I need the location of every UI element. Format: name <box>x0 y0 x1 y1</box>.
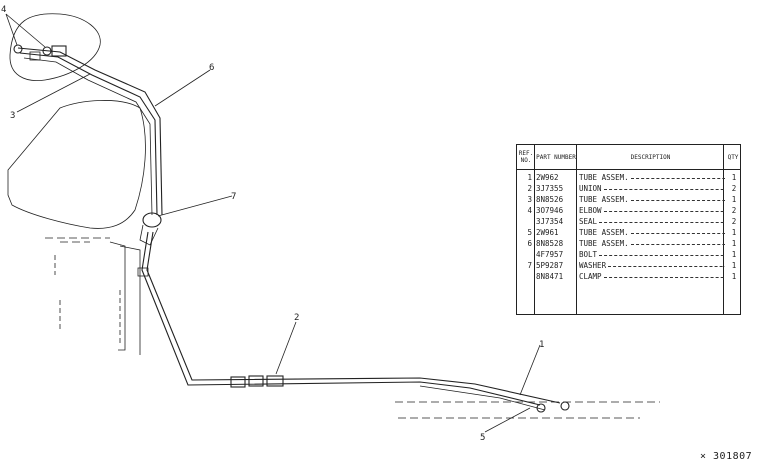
table-row: 8N8471 CLAMP 1 <box>517 271 740 282</box>
row-qty: 2 <box>731 206 737 215</box>
leader-lines <box>5 13 541 433</box>
leader-dots <box>603 276 725 278</box>
leader-dots <box>603 210 725 212</box>
row-description: WASHER <box>579 260 725 271</box>
row-ref-no: 7 <box>527 261 532 270</box>
row-qty: 1 <box>731 250 737 259</box>
row-ref-no: 3 <box>527 195 532 204</box>
callout-6: 6 <box>209 63 214 73</box>
row-qty: 1 <box>731 272 737 281</box>
table-row: 4 3O7946 ELBOW 2 <box>517 205 740 216</box>
row-part-number: 8N8526 <box>536 195 564 204</box>
leader-dots <box>630 199 725 201</box>
row-qty: 1 <box>731 195 737 204</box>
row-ref-no: 1 <box>527 173 532 182</box>
table-row: 3J7354 SEAL 2 <box>517 216 740 227</box>
callout-7: 7 <box>231 192 236 202</box>
row-description: SEAL <box>579 216 725 227</box>
row-ref-no: 2 <box>527 184 532 193</box>
row-part-number: 2W961 <box>536 228 559 237</box>
union-fittings <box>230 375 284 388</box>
row-part-number: 8N8528 <box>536 239 564 248</box>
row-ref-no: 5 <box>527 228 532 237</box>
leader-dots <box>603 188 725 190</box>
parts-table-header: REF. NO. PART NUMBER DESCRIPTION QTY <box>517 145 740 170</box>
row-qty: 2 <box>731 217 737 226</box>
leader-dots <box>599 221 725 223</box>
row-description: TUBE ASSEM. <box>579 238 725 249</box>
small-connector <box>137 267 149 277</box>
row-qty: 1 <box>731 261 737 270</box>
row-qty: 1 <box>731 239 737 248</box>
header-part-number: PART NUMBER <box>536 153 576 161</box>
row-part-number: 5P9287 <box>536 261 564 270</box>
clamp-fitting <box>139 212 162 246</box>
tube-assembly-lower <box>141 231 561 411</box>
leader-dots <box>630 243 725 245</box>
row-qty: 1 <box>731 228 737 237</box>
header-ref-no: REF. NO. <box>518 150 534 164</box>
callout-5: 5 <box>480 433 485 443</box>
row-ref-no: 4 <box>527 206 532 215</box>
callout-4: 4 <box>1 5 6 15</box>
leader-dots <box>599 254 725 256</box>
tank-outline-main <box>7 100 146 229</box>
callout-1: 1 <box>539 340 544 350</box>
row-description: TUBE ASSEM. <box>579 227 725 238</box>
header-qty: QTY <box>727 153 739 161</box>
callout-3: 3 <box>10 111 15 121</box>
tank-outline-upper <box>9 13 101 82</box>
table-row: 3 8N8526 TUBE ASSEM. 1 <box>517 194 740 205</box>
row-part-number: 2W962 <box>536 173 559 182</box>
table-row: 4F7957 BOLT 1 <box>517 249 740 260</box>
row-ref-no: 6 <box>527 239 532 248</box>
elbow-fitting-lower <box>536 401 570 413</box>
row-description: UNION <box>579 183 725 194</box>
header-description: DESCRIPTION <box>630 153 671 161</box>
callout-2: 2 <box>294 313 299 323</box>
table-row: 5 2W961 TUBE ASSEM. 1 <box>517 227 740 238</box>
row-part-number: 3J7354 <box>536 217 564 226</box>
row-description: TUBE ASSEM. <box>579 172 725 183</box>
table-row: 1 2W962 TUBE ASSEM. 1 <box>517 172 740 183</box>
row-part-number: 3J7355 <box>536 184 564 193</box>
table-row: 2 3J7355 UNION 2 <box>517 183 740 194</box>
row-qty: 1 <box>731 173 737 182</box>
leader-dots <box>608 265 725 267</box>
bracket-outline <box>45 237 141 355</box>
elbow-fitting-upper <box>13 44 67 61</box>
row-description: ELBOW <box>579 205 725 216</box>
leader-dots <box>630 177 725 179</box>
row-part-number: 3O7946 <box>536 206 564 215</box>
row-description: CLAMP <box>579 271 725 282</box>
frame-dashed-lines <box>395 401 660 419</box>
table-row: 7 5P9287 WASHER 1 <box>517 260 740 271</box>
drawing-number: × 301807 <box>700 451 753 462</box>
row-description: TUBE ASSEM. <box>579 194 725 205</box>
row-part-number: 8N8471 <box>536 272 564 281</box>
table-row: 6 8N8528 TUBE ASSEM. 1 <box>517 238 740 249</box>
row-description: BOLT <box>579 249 725 260</box>
leader-dots <box>630 232 725 234</box>
row-part-number: 4F7957 <box>536 250 564 259</box>
row-qty: 2 <box>731 184 737 193</box>
